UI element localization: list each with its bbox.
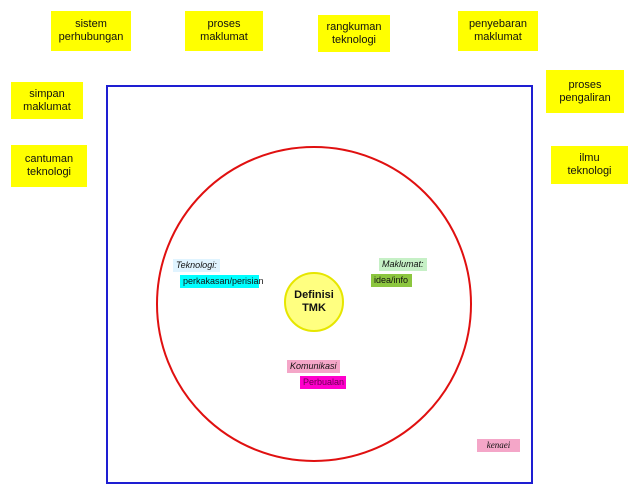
drop-frame [106, 85, 533, 484]
teknologi-heading: Teknologi: [173, 259, 220, 272]
definition-circle [156, 146, 472, 462]
card-sistem-perhubungan[interactable]: sistem perhubungan [51, 11, 131, 51]
card-penyebaran-maklumat[interactable]: penyebaran maklumat [458, 11, 538, 51]
card-rangkuman-teknologi[interactable]: rangkuman teknologi [318, 15, 390, 52]
card-label: proses maklumat [200, 18, 248, 43]
card-label: cantuman teknologi [24, 153, 74, 178]
card-label: penyebaran maklumat [468, 18, 528, 43]
center-node: Definisi TMK [284, 272, 344, 332]
card-label: ilmu teknologi [567, 152, 612, 177]
maklumat-heading: Maklumat: [379, 258, 427, 271]
card-label: simpan maklumat [23, 87, 71, 113]
card-cantuman-teknologi[interactable]: cantuman teknologi [11, 145, 87, 187]
card-proses-maklumat[interactable]: proses maklumat [185, 11, 263, 51]
card-label: sistem perhubungan [58, 18, 124, 43]
komunikasi-value[interactable]: Perbualan [300, 376, 346, 389]
card-proses-pengaliran[interactable]: proses pengaliran [546, 70, 624, 113]
card-simpan-maklumat[interactable]: simpan maklumat [11, 82, 83, 119]
card-label: rangkuman teknologi [326, 20, 382, 46]
card-ilmu-teknologi[interactable]: ilmu teknologi [551, 146, 628, 184]
komunikasi-heading: Komunikasi [287, 360, 340, 373]
teknologi-value[interactable]: perkakasan/perisian [180, 275, 264, 288]
card-label: proses pengaliran [559, 78, 611, 104]
maklumat-value[interactable]: idea/info [371, 274, 412, 287]
corner-tag[interactable]: kenaei [477, 439, 520, 452]
center-label: Definisi TMK [294, 289, 334, 314]
